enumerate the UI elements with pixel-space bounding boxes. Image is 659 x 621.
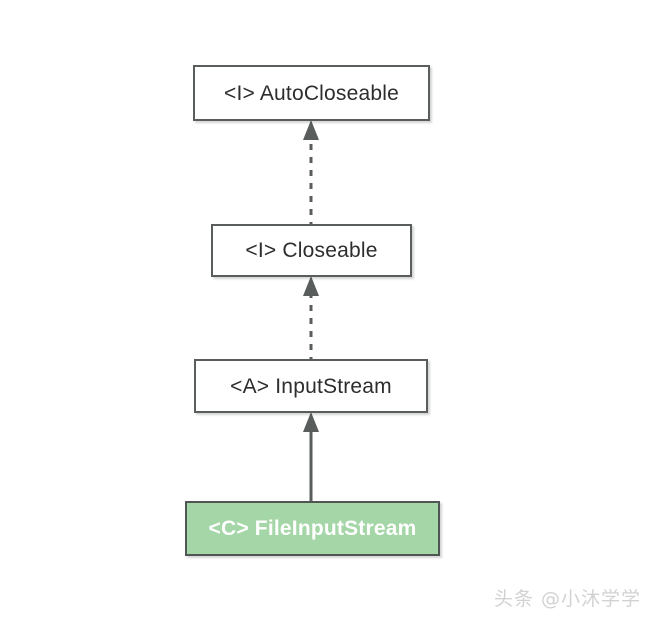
class-box-autocloseable[interactable]: <I> AutoCloseable	[193, 65, 430, 121]
edge-closeable-implements-autocloseable	[295, 118, 327, 228]
watermark: 头条 @小沐学学	[493, 588, 641, 610]
realization-arrow-icon	[303, 276, 319, 363]
class-box-label: <I> AutoCloseable	[223, 81, 400, 105]
edge-fileinputstream-extends-inputstream	[295, 410, 327, 505]
class-box-label: <C> FileInputStream	[208, 517, 417, 540]
edge-inputstream-implements-closeable	[295, 274, 327, 363]
generalization-arrow-icon	[303, 412, 319, 505]
class-box-closeable[interactable]: <I> Closeable	[211, 224, 412, 277]
class-box-label: <A> InputStream	[230, 374, 392, 398]
class-box-fileinputstream[interactable]: <C> FileInputStream	[185, 501, 440, 556]
class-box-label: <I> Closeable	[245, 239, 378, 262]
realization-arrow-icon	[303, 120, 319, 228]
class-box-inputstream[interactable]: <A> InputStream	[194, 359, 428, 413]
